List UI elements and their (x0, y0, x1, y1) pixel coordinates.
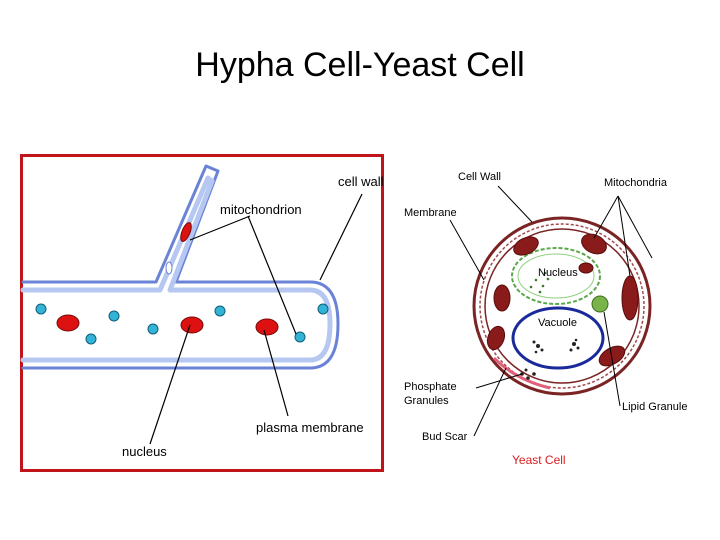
mitochondrion (85, 333, 97, 345)
mitochondrion (621, 275, 639, 321)
label-cell-wall: Cell Wall (458, 171, 501, 183)
nucleus (255, 318, 279, 336)
mitochondrion (108, 310, 120, 322)
hypha-diagram: cell wall mitochondrion plasma membrane … (20, 154, 384, 472)
mitochondrion (581, 233, 607, 255)
label-lipid-granule: Lipid Granule (622, 401, 687, 413)
label-mitochondrion: mitochondrion (220, 202, 302, 217)
mitochondrion (317, 303, 329, 315)
phosphate-granules (520, 368, 536, 380)
label-phosphate: Phosphate (404, 381, 457, 393)
yeast-cell-wall (472, 216, 652, 396)
label-cell-wall: cell wall (338, 174, 384, 189)
lipid-granule (591, 295, 609, 313)
mitochondrion (35, 303, 47, 315)
mitochondrion (214, 305, 226, 317)
caption-yeast-cell: Yeast Cell (512, 453, 566, 467)
mitochondrion (493, 284, 511, 312)
label-nucleus: nucleus (122, 444, 167, 459)
label-nucleus: Nucleus (538, 267, 578, 279)
label-bud-scar: Bud Scar (422, 431, 468, 443)
branch-organelle (180, 222, 192, 242)
hypha-nuclei (56, 222, 279, 336)
yeast-mitochondria (486, 233, 639, 367)
yeast-vacuole (511, 306, 605, 370)
mitochondrion (513, 236, 539, 256)
label-granules: Granules (404, 395, 449, 407)
mitochondrion (578, 262, 594, 274)
branch-mitochondrion (165, 261, 173, 275)
mitochondrion (486, 325, 506, 351)
mitochondrion (598, 345, 626, 367)
label-mitochondria: Mitochondria (604, 177, 668, 189)
label-vacuole: Vacuole (538, 317, 577, 329)
slide-title: Hypha Cell-Yeast Cell (195, 46, 525, 84)
mitochondrion (294, 331, 306, 343)
hypha-cell-wall (20, 164, 340, 370)
mitochondrion (147, 323, 159, 335)
nucleus (180, 316, 204, 334)
yeast-nucleus (511, 247, 601, 305)
label-plasma-membrane: plasma membrane (256, 420, 364, 435)
hypha-mitochondria (35, 261, 329, 345)
nucleus (56, 314, 80, 332)
yeast-diagram: Cell Wall Mitochondria Membrane Nucleus … (398, 158, 716, 472)
label-membrane: Membrane (404, 207, 457, 219)
bud-scar (492, 356, 551, 390)
